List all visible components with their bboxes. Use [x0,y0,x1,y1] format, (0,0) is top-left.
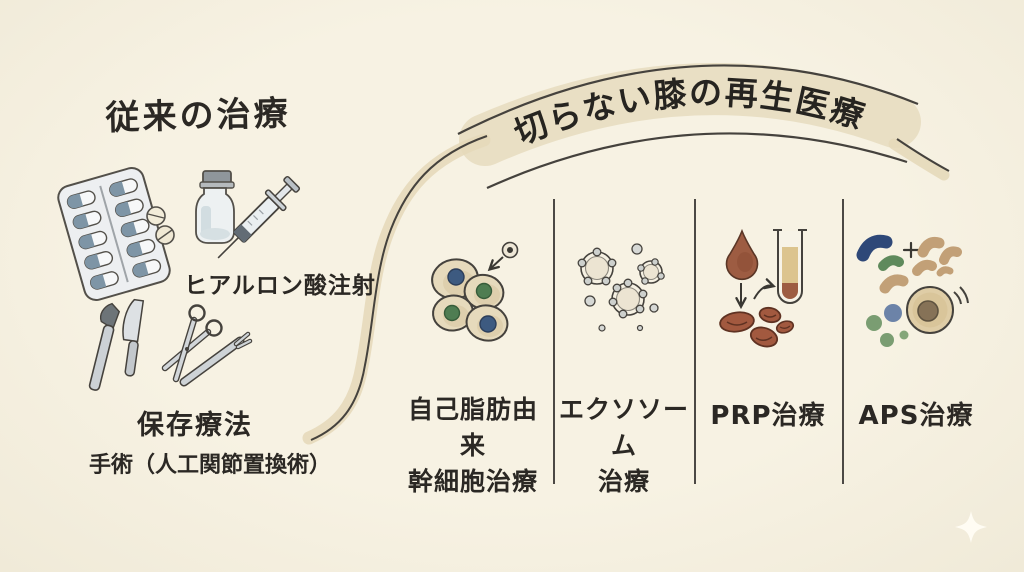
treatment-label-line: エクソソーム [558,395,689,460]
arrow-icon [487,256,504,272]
treatment-label-line: 治療 [597,467,650,496]
treatment-label-prp: PRP治療 [698,398,838,434]
syringe-icon [217,175,301,259]
treatment-label-exosome: エクソソーム 治療 [556,392,692,500]
sparkle-icon [955,511,987,543]
banner-ribbon: 切らない膝の再生医療 [302,63,950,445]
aps-cell-icon [866,286,969,347]
swoosh-line [310,135,488,441]
treatment-label-stem-cell: 自己脂肪由来 幹細胞治療 [396,392,550,500]
tablet-icon [146,206,175,245]
scalpel-icon [88,302,121,391]
banner-upper-line [457,64,919,135]
hyaluronic-injection-label: ヒアルロン酸注射 [184,273,376,299]
treatment-label-aps: APS治療 [846,398,986,434]
exosomes-icon [577,243,665,332]
treatment-label-line: PRP治療 [710,401,826,431]
medicine-vial-icon [195,170,235,244]
right-tail-line [896,138,950,172]
scissors-icon [161,304,223,383]
right-tail-watercolor [888,138,950,181]
banner-lower-line [486,132,908,190]
cytokines-icon [856,234,962,294]
treatment-label-line: APS治療 [858,401,974,431]
banner-band [459,63,921,166]
stem-cells-icon [431,241,519,342]
surgical-knife-icon [122,298,145,377]
motion-lines-icon [953,286,969,305]
surgery-label: 手術（人工関節置換術） [88,453,331,478]
forceps-icon [179,331,253,387]
treatment-label-line: 自己脂肪由来 [407,395,538,460]
conservative-therapy-label: 保存療法 [137,410,253,441]
red-blood-cells-icon [719,306,795,348]
pill-blister-icon [57,167,171,301]
test-tube-icon [773,229,807,304]
blood-drop-icon [725,228,759,281]
treatment-label-line: 幹細胞治療 [407,467,538,496]
conventional-title: 従来の治療 [105,93,292,139]
curved-arrow-icon [753,278,776,300]
